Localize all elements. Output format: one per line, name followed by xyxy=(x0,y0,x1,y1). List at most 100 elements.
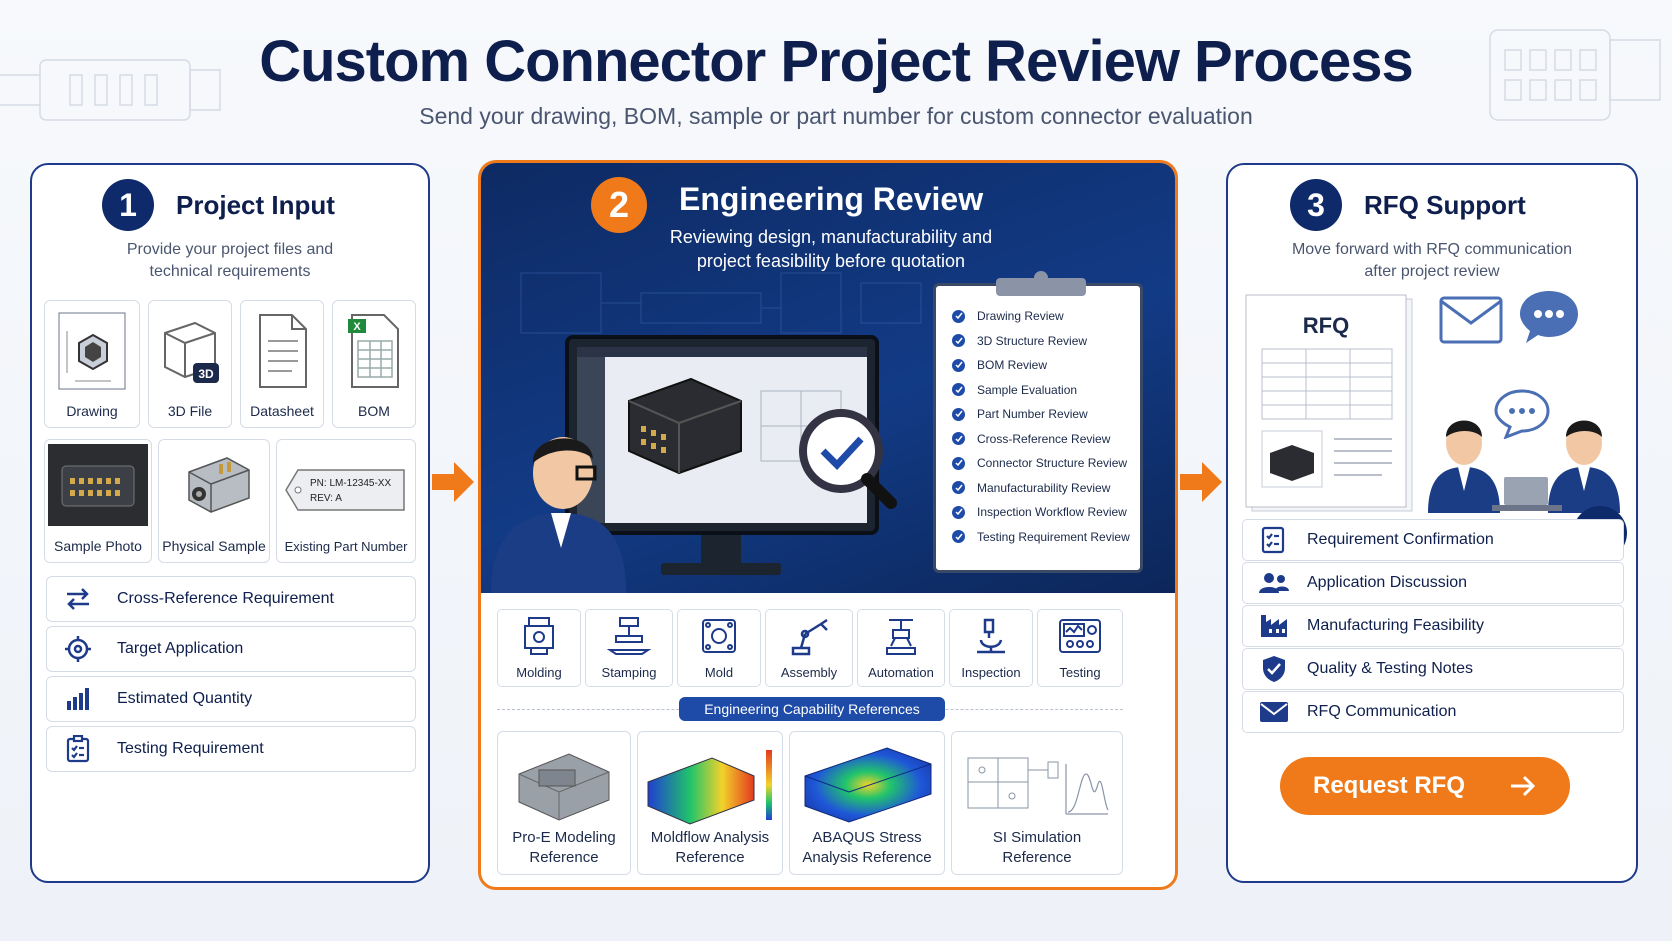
file-tile-bom[interactable]: X BOM xyxy=(332,300,416,428)
capability-testing[interactable]: Testing xyxy=(1037,609,1123,687)
file-tile-datasheet[interactable]: Datasheet xyxy=(240,300,324,428)
capability-label: Assembly xyxy=(780,665,838,680)
capability-molding[interactable]: Molding xyxy=(497,609,581,687)
check-icon xyxy=(952,530,965,544)
si-simulation-image xyxy=(967,757,1109,815)
capability-label: Testing xyxy=(1059,665,1101,680)
rfq-document-illustration: RFQ xyxy=(1245,294,1413,512)
checklist-item: Part Number Review xyxy=(952,402,1140,427)
drawing-icon xyxy=(58,312,126,390)
step3-header: 3 RFQ Support xyxy=(1290,179,1526,231)
part-tag-rev: REV: A xyxy=(310,493,342,504)
checklist-label: Inspection Workflow Review xyxy=(977,505,1127,520)
capability-assembly[interactable]: Assembly xyxy=(765,609,853,687)
envelope-illustration xyxy=(1439,296,1503,344)
abaqus-image xyxy=(804,747,932,823)
checklist-item: BOM Review xyxy=(952,353,1140,378)
req-row-label: Estimated Quantity xyxy=(117,690,253,707)
swap-arrows-icon xyxy=(67,588,89,610)
rfq-item-manufacturing-feasibility[interactable]: Manufacturing Feasibility xyxy=(1242,605,1624,647)
rfq-item-application-discussion[interactable]: Application Discussion xyxy=(1242,562,1624,604)
file-tile-label: Drawing xyxy=(66,403,118,419)
file-tile-label: BOM xyxy=(358,403,390,419)
physical-sample-icon xyxy=(188,457,250,513)
engineer-monitor-illustration xyxy=(565,335,897,575)
capability-label: Stamping xyxy=(601,665,657,680)
stamping-icon xyxy=(606,617,652,655)
check-icon xyxy=(952,505,965,519)
checklist-label: Connector Structure Review xyxy=(977,456,1128,471)
checklist-item: Drawing Review xyxy=(952,304,1140,329)
step3-description: Move forward with RFQ communication afte… xyxy=(1228,239,1636,283)
rfq-item-rfq-communication[interactable]: RFQ Communication xyxy=(1242,691,1624,733)
req-row-label: Cross-Reference Requirement xyxy=(117,590,334,607)
req-row-testing-requirement[interactable]: Testing Requirement xyxy=(46,726,416,772)
file-tile-drawing[interactable]: Drawing xyxy=(44,300,140,428)
automation-icon xyxy=(886,619,916,655)
checklist-item: Inspection Workflow Review xyxy=(952,500,1140,525)
arrow-right-icon xyxy=(1511,775,1536,797)
checklist-label: Cross-Reference Review xyxy=(977,431,1111,446)
rfq-item-requirement-confirmation[interactable]: Requirement Confirmation xyxy=(1242,519,1624,561)
bar-chart-icon xyxy=(67,688,89,710)
people-icon xyxy=(1259,573,1289,593)
sample-tile-part-number[interactable]: PN: LM-12345-XX REV: A Existing Part Num… xyxy=(276,439,416,563)
capability-label: Molding xyxy=(516,665,562,680)
molding-icon xyxy=(524,617,554,655)
checklist-label: Testing Requirement Review xyxy=(977,529,1130,544)
step2-description: Reviewing design, manufacturability and … xyxy=(631,225,1031,273)
capability-mold[interactable]: Mold xyxy=(677,609,761,687)
file-tile-label: 3D File xyxy=(167,403,213,419)
rfq-doc-title: RFQ xyxy=(1303,313,1349,338)
sample-tile-label: Existing Part Number xyxy=(284,539,408,554)
request-rfq-label: Request RFQ xyxy=(1312,772,1465,799)
target-icon xyxy=(65,636,91,662)
checklist-label: Drawing Review xyxy=(977,309,1064,324)
sample-tile-physical[interactable]: Physical Sample xyxy=(158,439,270,563)
capability-stamping[interactable]: Stamping xyxy=(585,609,673,687)
step1-description: Provide your project files and technical… xyxy=(32,239,428,283)
checklist-item: Connector Structure Review xyxy=(952,451,1140,476)
sample-tile-photo[interactable]: Sample Photo xyxy=(44,439,152,563)
shield-check-icon xyxy=(1263,656,1285,682)
capability-inspection[interactable]: Inspection xyxy=(949,609,1033,687)
step2-title: Engineering Review xyxy=(679,181,984,217)
checklist-label: 3D Structure Review xyxy=(977,333,1088,348)
rfq-item-label: RFQ Communication xyxy=(1307,703,1457,720)
capability-label: Inspection xyxy=(961,665,1021,680)
rfq-item-quality-testing[interactable]: Quality & Testing Notes xyxy=(1242,648,1624,690)
checklist-label: Sample Evaluation xyxy=(977,382,1078,397)
request-rfq-button[interactable]: Request RFQ xyxy=(1280,757,1570,815)
check-icon xyxy=(952,334,965,348)
connector-sketch-right xyxy=(1489,29,1661,121)
checklist-icon xyxy=(1261,526,1285,554)
req-row-cross-reference[interactable]: Cross-Reference Requirement xyxy=(46,576,416,622)
project-input-panel: 1 Project Input Provide your project fil… xyxy=(30,163,430,883)
connector-sketch-left xyxy=(0,59,221,121)
check-icon xyxy=(952,432,965,446)
step3-number: 3 xyxy=(1290,179,1342,231)
req-row-label: Target Application xyxy=(117,640,244,657)
check-icon xyxy=(952,383,965,397)
capability-automation[interactable]: Automation xyxy=(857,609,945,687)
req-row-target-application[interactable]: Target Application xyxy=(46,626,416,672)
3d-file-icon: 3D xyxy=(164,321,219,383)
meeting-illustration xyxy=(1428,420,1620,513)
sample-tile-label: Physical Sample xyxy=(162,538,266,554)
check-icon xyxy=(952,358,965,372)
req-row-estimated-quantity[interactable]: Estimated Quantity xyxy=(46,676,416,722)
step1-title: Project Input xyxy=(176,189,335,220)
file-tile-3d-file[interactable]: 3D 3D File xyxy=(148,300,232,428)
rfq-support-panel: 3 RFQ Support Move forward with RFQ comm… xyxy=(1226,163,1638,883)
step3-desc-line2: after project review xyxy=(1364,263,1500,280)
rfq-item-label: Requirement Confirmation xyxy=(1307,531,1494,548)
rfq-item-label: Manufacturing Feasibility xyxy=(1307,617,1484,634)
check-icon xyxy=(952,481,965,495)
check-icon xyxy=(952,407,965,421)
